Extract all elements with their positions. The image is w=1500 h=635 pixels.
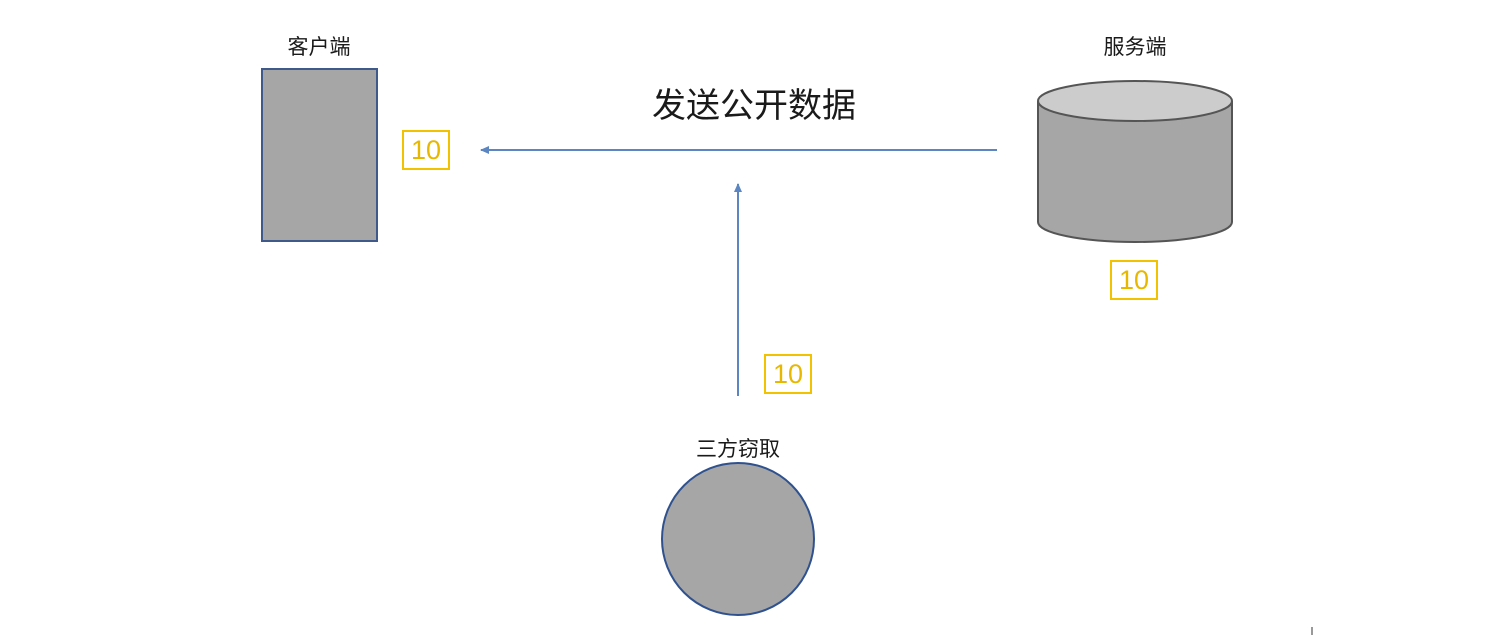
server-label: 服务端 — [1103, 35, 1167, 59]
message-label: 发送公开数据 — [652, 86, 856, 126]
client-node — [261, 68, 378, 242]
client-value-box: 10 — [402, 130, 450, 170]
client-label: 客户端 — [287, 35, 351, 59]
eavesdropper-node — [661, 462, 815, 616]
eavesdropper-label: 三方窃取 — [696, 437, 780, 461]
server-value-box: 10 — [1110, 260, 1158, 300]
intercepted-value-box: 10 — [764, 354, 812, 394]
server-node — [1037, 80, 1233, 243]
